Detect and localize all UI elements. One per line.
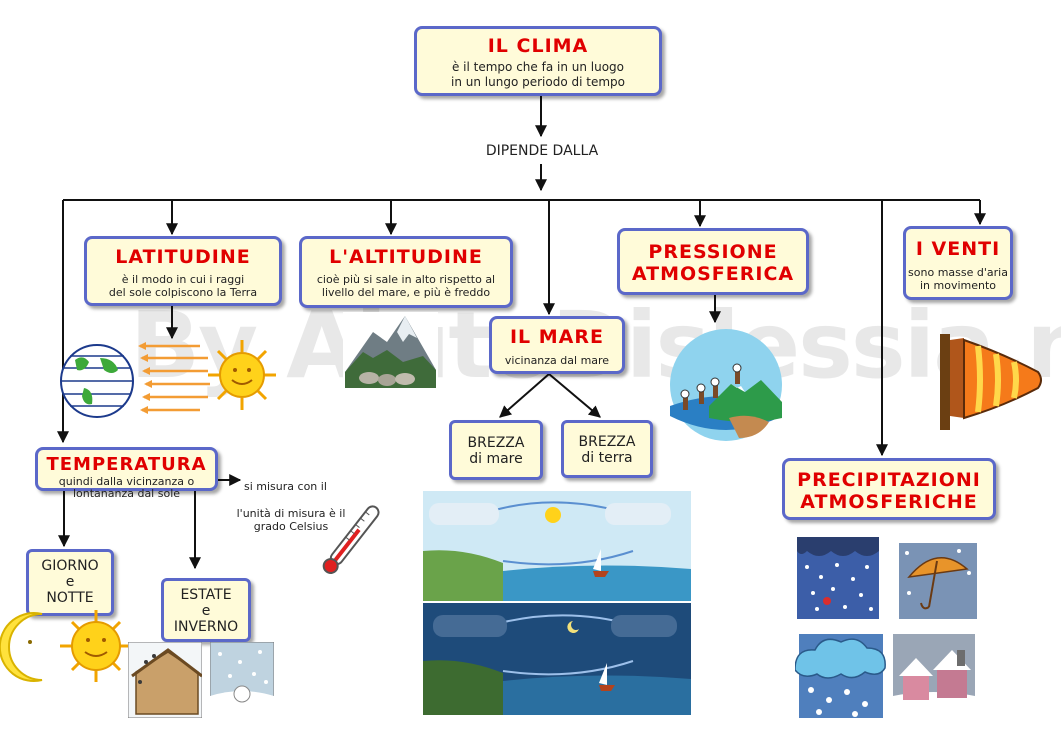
sea-breeze-day-diagram xyxy=(423,491,691,601)
brezza-terra-line1: BREZZA xyxy=(578,434,636,450)
misura-line2: l'unità di misura è il xyxy=(236,507,346,520)
node-brezza-di-terra: BREZZA di terra xyxy=(561,420,653,478)
giorno-notte-line2: e xyxy=(65,574,75,590)
node-precipitazioni: PRECIPITAZIONI ATMOSFERICHE xyxy=(782,458,996,520)
rain-illustration xyxy=(797,537,879,619)
node-temperatura: TEMPERATURA quindi dalla vicinzanza o lo… xyxy=(35,447,218,500)
estate-inverno-line1: ESTATE xyxy=(180,587,232,603)
giorno-notte-line1: GIORNO xyxy=(41,558,99,574)
altitudine-desc-line1: cioè più si sale in alto rispetto al xyxy=(316,273,496,286)
mare-title: IL MARE xyxy=(509,326,604,348)
venti-desc-line1: sono masse d'aria xyxy=(908,266,1008,279)
latitudine-desc-line1: è il modo in cui i raggi xyxy=(121,273,245,286)
snow-cloud-illustration xyxy=(795,634,886,718)
sea-breeze-night-diagram xyxy=(423,603,691,715)
snowy-houses-illustration xyxy=(893,634,975,718)
pressure-mountains-illustration xyxy=(670,329,782,441)
thermometer-illustration xyxy=(322,505,380,575)
brezza-mare-line2: di mare xyxy=(469,451,523,467)
root-desc-line2: in un lungo periodo di tempo xyxy=(451,75,625,89)
node-altitudine: L'ALTITUDINE cioè più si sale in alto ri… xyxy=(299,236,513,308)
altitudine-title: L'ALTITUDINE xyxy=(329,246,483,268)
pressione-title-line1: PRESSIONE xyxy=(648,241,778,263)
node-estate-inverno: ESTATE e INVERNO xyxy=(161,578,251,642)
precipitazioni-title-line2: ATMOSFERICHE xyxy=(800,491,978,513)
brezza-terra-line2: di terra xyxy=(581,450,633,466)
temperatura-title: TEMPERATURA xyxy=(46,454,207,475)
mare-desc-line1: vicinanza dal mare xyxy=(504,354,610,367)
node-pressione-atmosferica: PRESSIONE ATMOSFERICA xyxy=(617,228,809,295)
node-brezza-di-mare: BREZZA di mare xyxy=(449,420,543,480)
altitudine-desc-line2: livello del mare, e più è freddo xyxy=(321,286,491,299)
root-node-il-clima: IL CLIMA è il tempo che fa in un luogo i… xyxy=(414,26,662,96)
pressione-title-line2: ATMOSFERICA xyxy=(631,263,795,285)
moon-sun-illustration xyxy=(0,610,132,682)
giorno-notte-line3: NOTTE xyxy=(46,590,94,606)
latitudine-desc-line2: del sole colpiscono la Terra xyxy=(108,286,258,299)
umbrella-storm-illustration xyxy=(899,543,977,619)
temperatura-desc-line2: lontananza dal sole xyxy=(72,487,181,500)
connector-label: DIPENDE DALLA xyxy=(485,143,599,159)
earth-sun-rays-illustration xyxy=(60,340,276,418)
root-desc-line1: è il tempo che fa in un luogo xyxy=(451,60,625,74)
node-i-venti: I VENTI sono masse d'aria in movimento xyxy=(903,226,1013,300)
latitudine-title: LATITUDINE xyxy=(115,246,251,268)
node-latitudine: LATITUDINE è il modo in cui i raggi del … xyxy=(84,236,282,306)
temperatura-desc-line1: quindi dalla vicinzanza o xyxy=(58,475,195,488)
mountain-illustration xyxy=(343,312,438,388)
winter-scene-illustration xyxy=(210,642,274,718)
node-il-mare: IL MARE vicinanza dal mare xyxy=(489,316,625,374)
windsock-illustration xyxy=(940,334,1042,430)
precipitazioni-title-line1: PRECIPITAZIONI xyxy=(797,469,981,491)
brezza-mare-line1: BREZZA xyxy=(467,435,525,451)
root-title: IL CLIMA xyxy=(487,35,589,57)
summer-scene-illustration xyxy=(128,642,202,718)
venti-title: I VENTI xyxy=(915,238,1001,260)
estate-inverno-line2: e xyxy=(201,603,211,619)
misura-line1: si misura con il xyxy=(244,480,327,493)
estate-inverno-line3: INVERNO xyxy=(173,619,239,635)
node-giorno-notte: GIORNO e NOTTE xyxy=(26,549,114,616)
misura-line3: grado Celsius xyxy=(253,520,329,533)
venti-desc-line2: in movimento xyxy=(919,279,997,292)
